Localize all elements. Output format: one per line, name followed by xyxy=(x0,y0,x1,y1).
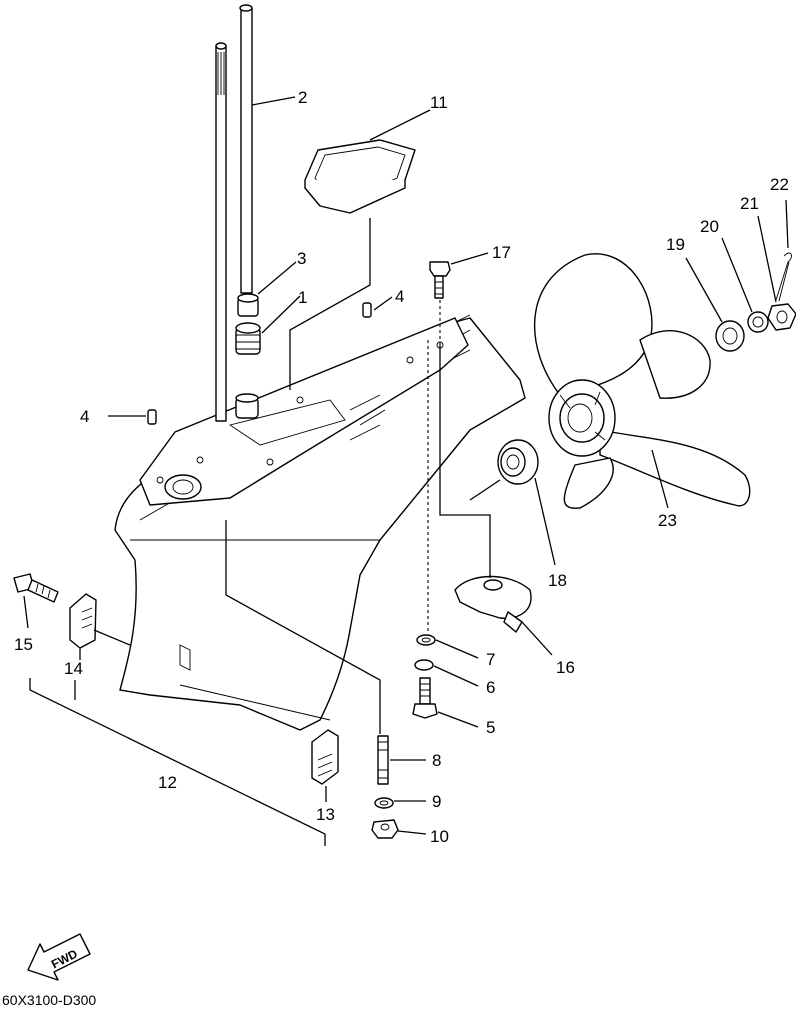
bolt-5 xyxy=(412,677,438,719)
callout-3: 3 xyxy=(297,249,306,268)
washer xyxy=(747,311,769,333)
callout-9: 9 xyxy=(432,792,441,811)
shaft-collar xyxy=(237,293,259,317)
dowel-pin xyxy=(147,302,372,425)
leader-lines xyxy=(23,96,789,846)
callout-15: 15 xyxy=(14,635,33,654)
spring-washer-6 xyxy=(414,659,434,671)
cotter-pin xyxy=(775,252,792,302)
callout-8: 8 xyxy=(432,751,441,770)
pump-housing xyxy=(235,393,259,419)
spacer xyxy=(715,320,745,352)
callout-22: 22 xyxy=(770,175,789,194)
propeller xyxy=(533,253,751,509)
casing-top-plate xyxy=(139,317,469,506)
callout-labels: 1 2 3 4 4 5 6 7 8 9 10 11 12 13 14 15 16… xyxy=(14,88,789,846)
nut-10 xyxy=(371,819,399,839)
stud-bolt-8 xyxy=(377,735,389,785)
callout-12: 12 xyxy=(158,773,177,792)
plug-13 xyxy=(311,729,339,785)
propeller-nut xyxy=(767,303,796,331)
callout-23: 23 xyxy=(658,511,677,530)
washer-9 xyxy=(374,797,394,809)
callout-21: 21 xyxy=(740,194,759,213)
callout-16: 16 xyxy=(556,658,575,677)
callout-5: 5 xyxy=(486,718,495,737)
water-pump-seal xyxy=(235,322,261,355)
callout-2: 2 xyxy=(298,88,307,107)
callout-4-top: 4 xyxy=(395,287,404,306)
callout-17: 17 xyxy=(492,243,511,262)
drive-shaft xyxy=(215,4,253,422)
callout-4-left: 4 xyxy=(80,407,89,426)
gasket xyxy=(304,139,416,214)
callout-20: 20 xyxy=(700,217,719,236)
washer-7 xyxy=(416,634,436,646)
bolt-15 xyxy=(13,573,59,603)
thrust-washer xyxy=(497,439,539,485)
callout-19: 19 xyxy=(666,235,685,254)
callout-6: 6 xyxy=(486,678,495,697)
plug-14 xyxy=(69,593,97,649)
callout-18: 18 xyxy=(548,571,567,590)
trim-tab-anode xyxy=(454,575,532,633)
assembly-guide-lines xyxy=(93,218,501,734)
callout-11: 11 xyxy=(430,93,448,112)
callout-10: 10 xyxy=(430,827,449,846)
callout-13: 13 xyxy=(316,805,335,824)
callout-7: 7 xyxy=(486,650,495,669)
callout-1: 1 xyxy=(298,288,307,307)
fwd-arrow-icon: FWD xyxy=(27,933,91,981)
diagram-code: 60X3100-D300 xyxy=(2,992,97,1008)
bolt xyxy=(429,261,451,299)
callout-14: 14 xyxy=(64,659,83,678)
